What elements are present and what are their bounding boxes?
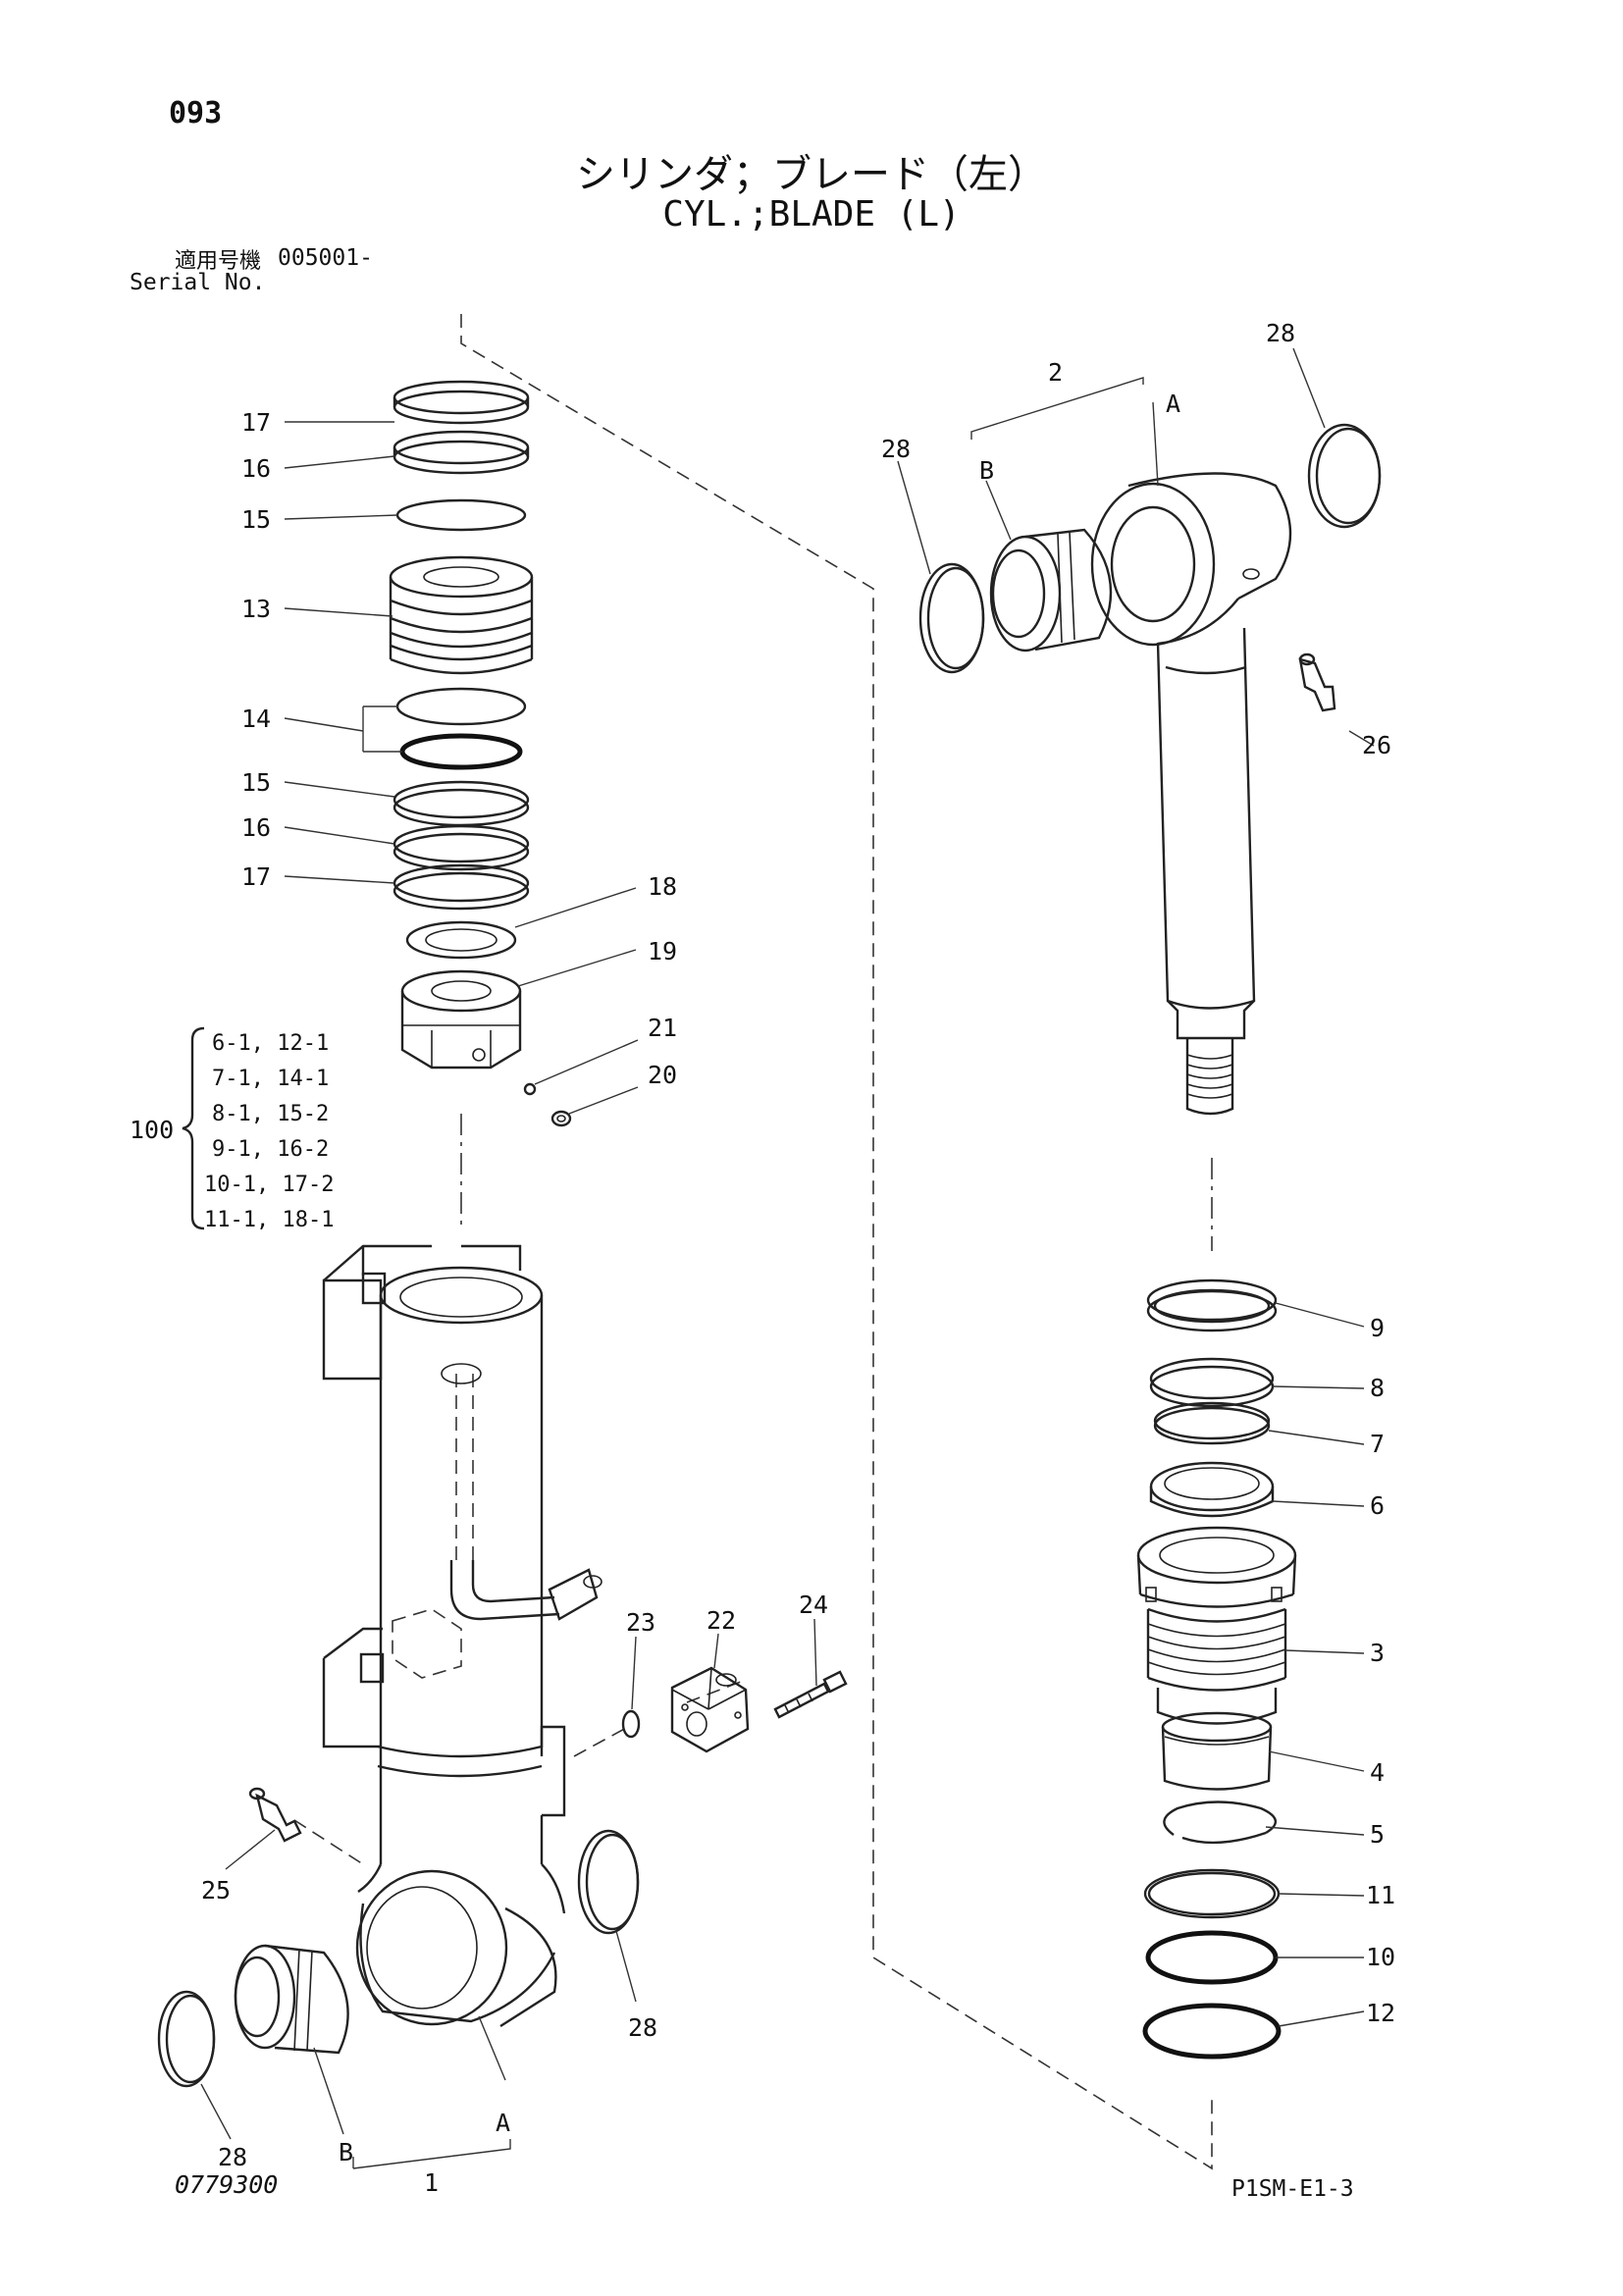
page-code: P1SM-E1-3 — [1231, 2176, 1354, 2202]
ring-28-right-outer — [918, 562, 985, 674]
callout-B-left: B — [339, 2138, 353, 2166]
ring-16-upper — [393, 430, 530, 475]
kit-number: 100 — [130, 1116, 174, 1144]
callout-7: 7 — [1370, 1430, 1385, 1458]
ring-12 — [1142, 2003, 1282, 2060]
callout-4: 4 — [1370, 1758, 1385, 1787]
ring-15-upper — [395, 498, 527, 532]
kit-line-1: 6-1, 12-1 — [212, 1031, 329, 1056]
kit-line-3: 8-1, 15-2 — [212, 1102, 329, 1126]
callout-12: 12 — [1366, 1999, 1395, 2027]
callout-22: 22 — [707, 1606, 736, 1635]
ring-7 — [1153, 1401, 1271, 1445]
kit-line-5: 10-1, 17-2 — [204, 1173, 334, 1197]
kit-brace — [182, 1026, 205, 1230]
callout-labels: 17 16 15 13 14 15 16 17 18 19 21 20 23 2… — [201, 319, 1395, 2197]
drawing-number: 0779300 — [175, 2170, 279, 2199]
leader-lines — [200, 347, 1375, 2169]
title-english: CYL.;BLADE (L) — [662, 194, 961, 235]
grease-nipple-26 — [1298, 652, 1336, 712]
flange-block-22 — [670, 1666, 750, 1753]
callout-18: 18 — [648, 872, 677, 901]
grease-nipple-25 — [248, 1787, 302, 1843]
callout-B-right: B — [979, 456, 994, 485]
callout-25: 25 — [201, 1876, 231, 1905]
ring-8 — [1149, 1357, 1275, 1408]
kit-100-list: 100 6-1, 12-1 7-1, 14-1 8-1, 15-2 9-1, 1… — [130, 1031, 334, 1232]
ring-28-left — [157, 1990, 216, 2088]
callout-17-upper: 17 — [241, 408, 271, 437]
callout-3: 3 — [1370, 1639, 1385, 1667]
callout-10: 10 — [1366, 1943, 1395, 1971]
o-ring-23 — [621, 1709, 641, 1739]
ball-21 — [523, 1082, 537, 1096]
callout-17-lower: 17 — [241, 862, 271, 891]
serial-number-value: 005001- — [278, 245, 373, 271]
ring-28-mid — [577, 1829, 640, 1935]
kit-line-6: 11-1, 18-1 — [204, 1208, 334, 1232]
bushing-B-right — [989, 528, 1113, 652]
ring-17-lower — [393, 863, 530, 911]
ring-11 — [1143, 1868, 1281, 1919]
callout-16-upper: 16 — [241, 454, 271, 483]
callout-28-right-top: 28 — [1266, 319, 1295, 347]
callout-14: 14 — [241, 704, 271, 733]
bushing-B-left — [234, 1944, 349, 2055]
bushing-4 — [1161, 1711, 1273, 1791]
head-3 — [1136, 1526, 1297, 1725]
snap-ring-5 — [1163, 1800, 1277, 1845]
serial-label-japanese: 適用号機 — [175, 249, 262, 274]
callout-8: 8 — [1370, 1374, 1385, 1402]
ring-9 — [1146, 1278, 1278, 1332]
callout-26: 26 — [1362, 731, 1391, 759]
callout-A-right: A — [1166, 390, 1180, 418]
ring-15-lower — [393, 780, 530, 827]
assembly-guide-lines — [293, 314, 1213, 2170]
callout-20: 20 — [648, 1061, 677, 1089]
washer-18 — [405, 920, 517, 960]
cylinder-tube — [322, 1244, 602, 2028]
callout-21: 21 — [648, 1014, 677, 1042]
callout-6: 6 — [1370, 1491, 1385, 1520]
ring-28-right-top — [1307, 423, 1382, 529]
callout-24: 24 — [799, 1591, 828, 1619]
callout-13: 13 — [241, 595, 271, 623]
ring-10 — [1145, 1930, 1279, 1985]
kit-line-4: 9-1, 16-2 — [212, 1137, 329, 1162]
callout-11: 11 — [1366, 1881, 1395, 1909]
callout-A-left: A — [496, 2109, 510, 2137]
callout-15-lower: 15 — [241, 768, 271, 797]
ring-14-inner — [399, 733, 523, 770]
callout-23: 23 — [626, 1608, 655, 1637]
callout-9: 9 — [1370, 1314, 1385, 1342]
callout-1: 1 — [424, 2168, 439, 2197]
callout-28-left: 28 — [218, 2143, 247, 2171]
callout-15-upper: 15 — [241, 505, 271, 534]
callout-5: 5 — [1370, 1820, 1385, 1849]
callout-28-mid: 28 — [628, 2013, 657, 2042]
piston-13 — [389, 555, 534, 675]
title-japanese: シリンダ；ブレード（左） — [576, 152, 1047, 197]
bolt-24 — [773, 1670, 848, 1719]
callout-2: 2 — [1048, 358, 1063, 387]
nut-19 — [400, 969, 522, 1070]
page-number: 093 — [169, 96, 223, 130]
serial-label-english: Serial No. — [130, 270, 266, 295]
ring-14-outer — [395, 687, 527, 726]
callout-19: 19 — [648, 937, 677, 965]
ring-17-upper — [393, 380, 530, 425]
kit-line-2: 7-1, 14-1 — [212, 1067, 329, 1091]
ring-16-lower — [393, 824, 530, 871]
screw-20 — [550, 1110, 572, 1127]
callout-28-right-outer: 28 — [881, 435, 911, 463]
callout-16-lower: 16 — [241, 813, 271, 842]
seal-6 — [1149, 1461, 1275, 1518]
rod-assembly — [1090, 472, 1292, 1116]
